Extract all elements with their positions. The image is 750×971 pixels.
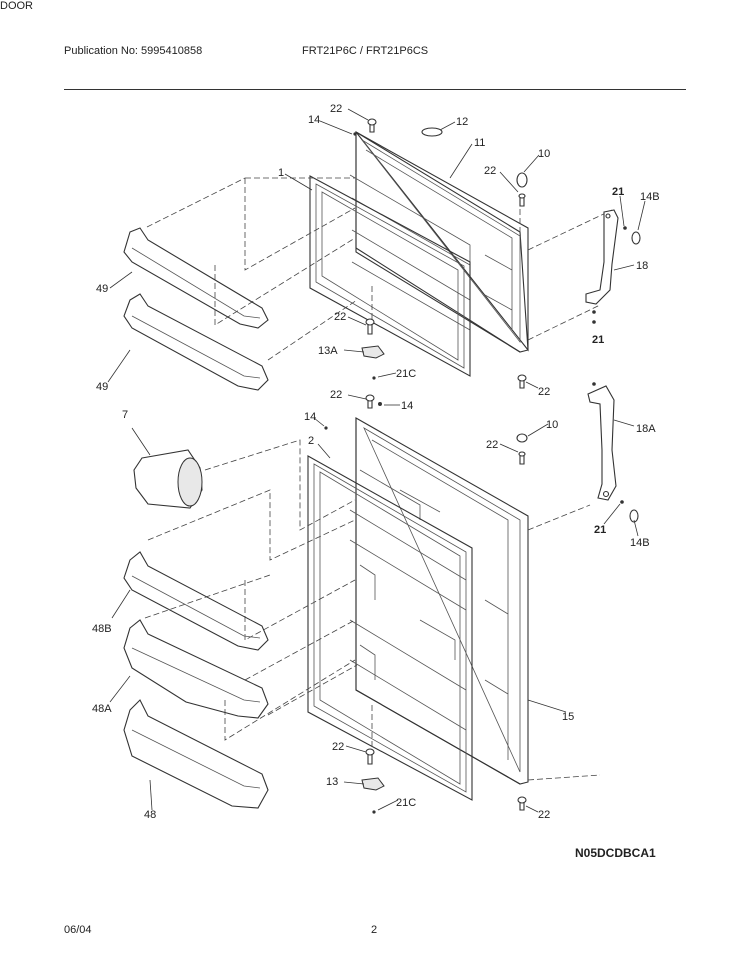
fresh-food-door-gasket <box>307 455 473 801</box>
freezer-door-panel <box>349 131 529 353</box>
callout-1: 1 <box>278 167 284 179</box>
section-title: DOOR <box>0 0 33 12</box>
callout-22: 22 <box>330 389 342 401</box>
alignment-lines-lower <box>144 439 601 781</box>
publication-date: 06/04 <box>64 924 92 936</box>
callout-21: 21 <box>594 524 606 536</box>
diagram-code: N05DCDBCA1 <box>575 846 656 860</box>
callout-10: 10 <box>538 148 550 160</box>
callout-48b: 48B <box>92 623 112 635</box>
callout-22: 22 <box>334 311 346 323</box>
callout-labels: 22 14 12 11 10 22 1 21 14B 18 49 22 21 1… <box>92 103 660 821</box>
header-rule <box>64 89 686 90</box>
callout-10: 10 <box>546 419 558 431</box>
callout-18: 18 <box>636 260 648 272</box>
callout-22: 22 <box>332 741 344 753</box>
callout-22: 22 <box>486 439 498 451</box>
callout-49: 49 <box>96 283 108 295</box>
callout-14b: 14B <box>640 191 660 203</box>
door-bin-48a <box>123 619 269 719</box>
lower-hardware <box>324 394 528 814</box>
publication-number: Publication No: 5995410858 <box>64 45 203 57</box>
model-numbers: FRT21P6C / FRT21P6CS <box>302 45 429 57</box>
callout-13: 13 <box>326 776 338 788</box>
callout-21c: 21C <box>396 797 416 809</box>
callout-14: 14 <box>304 411 316 423</box>
callout-21: 21 <box>612 186 624 198</box>
callout-21c: 21C <box>396 368 416 380</box>
callout-22: 22 <box>484 165 496 177</box>
callout-22: 22 <box>538 386 550 398</box>
callout-12: 12 <box>456 116 468 128</box>
callout-14b: 14B <box>630 537 650 549</box>
callout-2: 2 <box>308 435 314 447</box>
callout-22: 22 <box>330 103 342 115</box>
callout-48a: 48A <box>92 703 112 715</box>
callout-48: 48 <box>144 809 156 821</box>
callout-21: 21 <box>592 334 604 346</box>
callout-49: 49 <box>96 381 108 393</box>
freezer-door-shelf-upper <box>123 227 269 329</box>
upper-hardware <box>353 118 528 389</box>
fresh-food-door-panel <box>349 417 529 785</box>
leader-lines <box>107 108 646 813</box>
upper-hinge-bracket <box>585 209 641 324</box>
callout-13a: 13A <box>318 345 338 357</box>
callout-7: 7 <box>122 409 128 421</box>
freezer-door-shelf-lower <box>123 293 269 391</box>
callout-11: 11 <box>474 137 485 149</box>
callout-15: 15 <box>562 711 574 723</box>
callout-14: 14 <box>308 114 320 126</box>
page-number: 2 <box>371 924 378 936</box>
dairy-container <box>133 449 203 509</box>
callout-14: 14 <box>401 400 413 412</box>
callout-18a: 18A <box>636 423 656 435</box>
door-bin-48 <box>123 699 269 809</box>
freezer-door-gasket <box>309 175 471 377</box>
door-bin-48b <box>123 551 269 651</box>
callout-22: 22 <box>538 809 550 821</box>
middle-hinge-bracket <box>587 382 639 523</box>
